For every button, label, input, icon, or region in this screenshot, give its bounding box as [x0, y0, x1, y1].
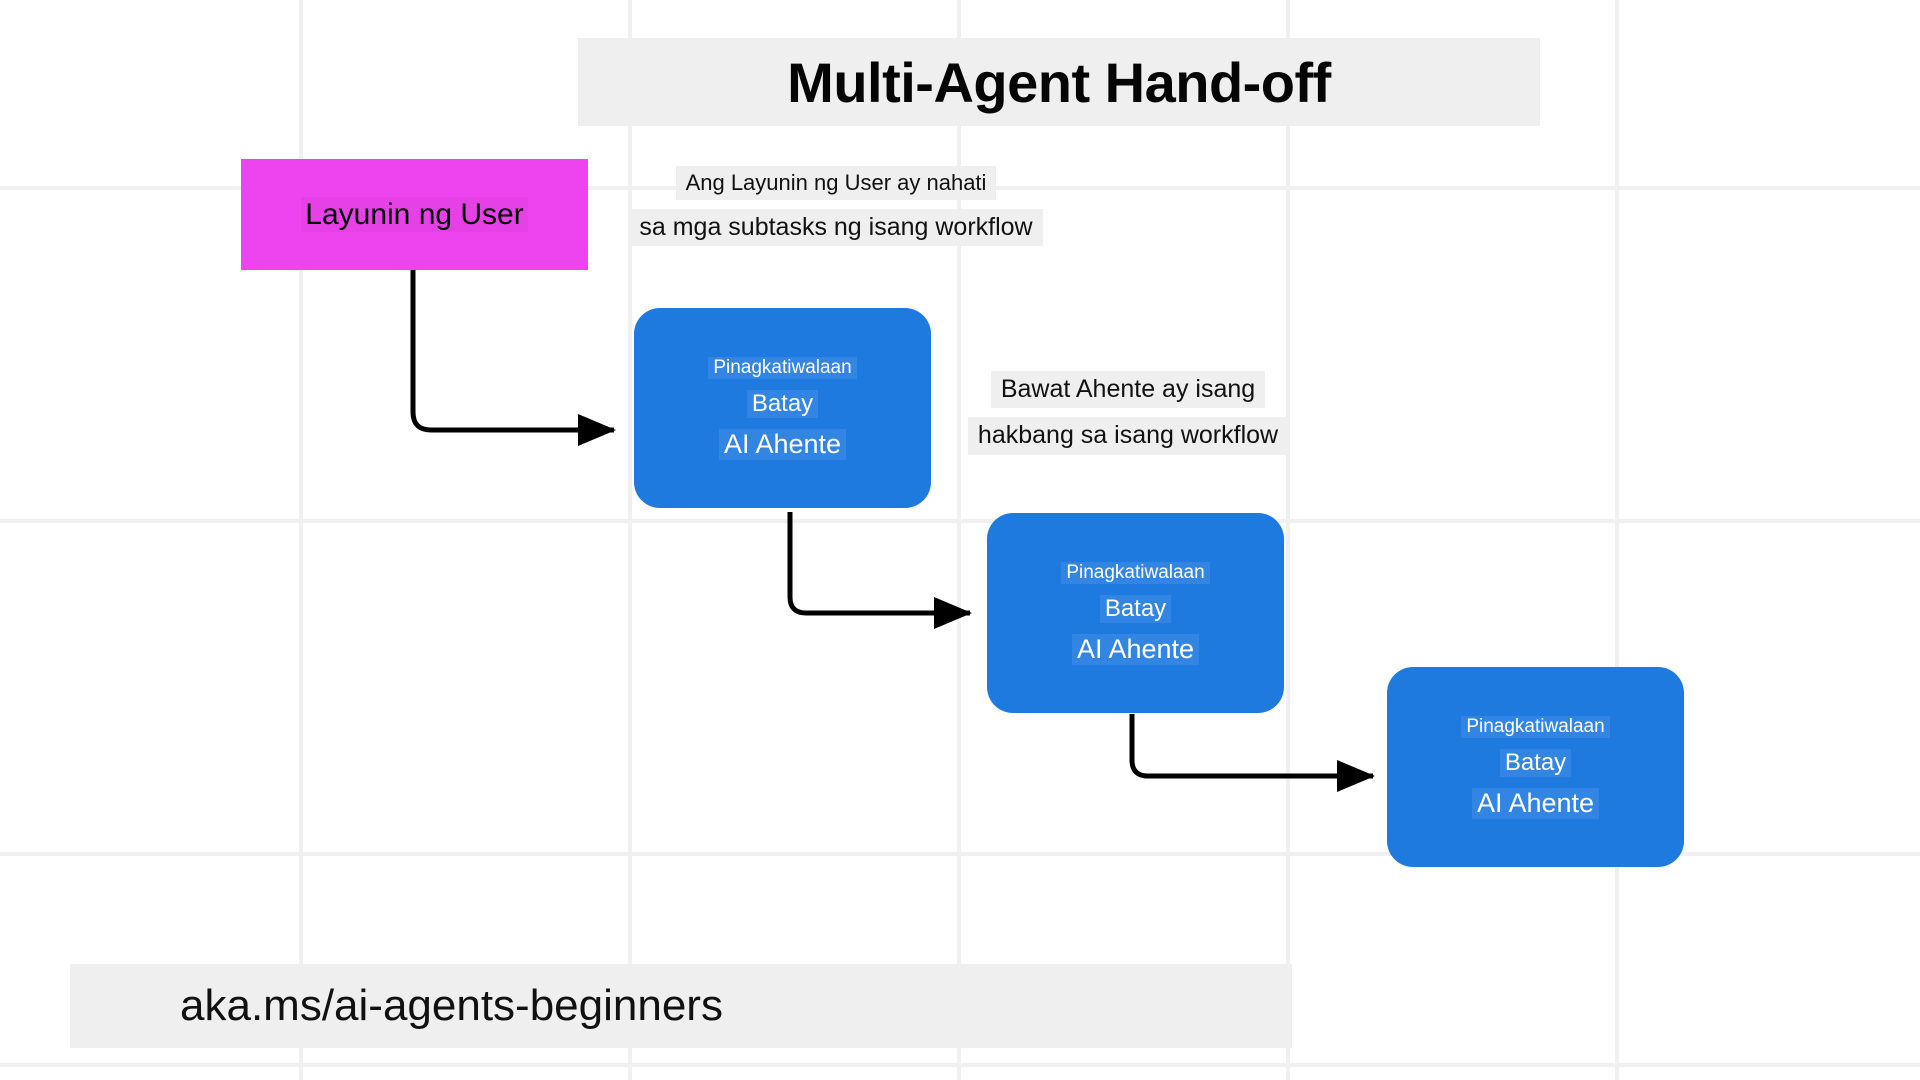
user-goal-label: Layunin ng User: [301, 197, 527, 232]
page-title: Multi-Agent Hand-off: [787, 50, 1331, 114]
agent-2-trust-label: Pinagkatiwalaan: [1061, 561, 1210, 584]
agent-3-based-label: Batay: [1499, 748, 1572, 777]
agent-2-based-label: Batay: [1099, 594, 1172, 623]
slide-title-band: Multi-Agent Hand-off: [578, 38, 1540, 126]
agent-node-3[interactable]: Pinagkatiwalaan Batay AI Ahente: [1387, 667, 1684, 867]
agent-3-trust-label: Pinagkatiwalaan: [1461, 715, 1610, 738]
annotation-goal-split: Ang Layunin ng User ay nahati sa mga sub…: [606, 166, 1066, 246]
agent-2-title-label: AI Ahente: [1071, 633, 1200, 665]
agent-3-title-label: AI Ahente: [1471, 787, 1600, 819]
annotation-goal-split-line-2: sa mga subtasks ng isang workflow: [629, 208, 1043, 246]
footer-url-band: aka.ms/ai-agents-beginners: [70, 964, 1292, 1048]
user-goal-node[interactable]: Layunin ng User: [241, 159, 588, 270]
annotation-agent-step-line-2: hakbang sa isang workflow: [967, 417, 1289, 455]
agent-1-trust-label: Pinagkatiwalaan: [708, 356, 857, 379]
agent-node-1[interactable]: Pinagkatiwalaan Batay AI Ahente: [634, 308, 931, 508]
footer-url-text[interactable]: aka.ms/ai-agents-beginners: [180, 981, 723, 1030]
agent-1-based-label: Batay: [746, 389, 819, 418]
agent-node-2[interactable]: Pinagkatiwalaan Batay AI Ahente: [987, 513, 1284, 713]
agent-1-title-label: AI Ahente: [718, 428, 847, 460]
annotation-agent-step: Bawat Ahente ay isang hakbang sa isang w…: [967, 371, 1289, 455]
annotation-goal-split-line-1: Ang Layunin ng User ay nahati: [675, 166, 997, 200]
annotation-agent-step-line-1: Bawat Ahente ay isang: [990, 371, 1266, 409]
